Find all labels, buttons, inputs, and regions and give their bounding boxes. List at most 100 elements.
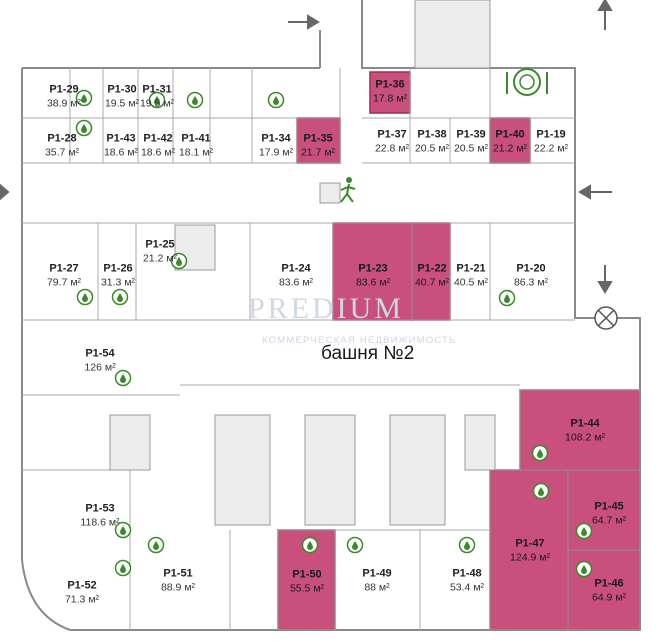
sold-unit-area[interactable] [369, 71, 411, 114]
water-drop-icon [75, 89, 93, 107]
unit-area: 64.9 м² [591, 591, 627, 604]
unit-area: 35.7 м² [44, 146, 80, 159]
unit-code: P1-50 [292, 568, 322, 581]
unit-area: 40.5 м² [453, 276, 489, 289]
unit-code: P1-49 [362, 567, 392, 580]
unit-area: 53.4 м² [449, 581, 485, 594]
water-drop-icon [498, 289, 516, 307]
unit-code: P1-29 [49, 83, 79, 96]
unit-area: 83.6 м² [278, 276, 314, 289]
unit-code: P1-30 [107, 83, 137, 96]
watermark-logo: PREDIUM [248, 292, 405, 325]
unit-code: P1-40 [495, 128, 525, 141]
unit-code: P1-53 [85, 502, 115, 515]
unit-code: P1-54 [85, 347, 115, 360]
ventilation-icon [594, 306, 618, 330]
water-drop-icon [531, 444, 549, 462]
unit-area: 86.3 м² [513, 276, 549, 289]
unit-code: P1-46 [594, 577, 624, 590]
unit-area: 64.7 м² [591, 514, 627, 527]
unit-area: 21.2 м² [492, 142, 528, 155]
unit-area: 18.6 м² [103, 146, 139, 159]
exit-stairs-icon [340, 177, 356, 203]
tower-label: башня №2 [321, 343, 415, 364]
unit-area: 22.2 м² [533, 142, 569, 155]
unit-code: P1-19 [536, 128, 566, 141]
unit-code: P1-35 [303, 132, 333, 145]
unit-code: P1-39 [456, 128, 486, 141]
unit-code: P1-43 [106, 132, 136, 145]
unit-code: P1-34 [261, 132, 291, 145]
unit-code: P1-36 [375, 78, 405, 91]
unit-area: 55.5 м² [289, 582, 325, 595]
unit-area: 79.7 м² [46, 276, 82, 289]
unit-area: 118.6 м² [80, 516, 120, 529]
unit-area: 31.3 м² [100, 276, 136, 289]
unit-code: P1-51 [163, 567, 193, 580]
unit-area: 22.8 м² [374, 142, 410, 155]
water-drop-icon [147, 536, 165, 554]
water-drop-icon [76, 288, 94, 306]
water-drop-icon [111, 288, 129, 306]
water-drop-icon [532, 482, 550, 500]
water-drop-icon [148, 91, 166, 109]
water-drop-icon [458, 536, 476, 554]
restaurant-icon [506, 68, 548, 96]
watermark-subtitle: КОММЕРЧЕСКАЯ НЕДВИЖИМОСТЬ [262, 335, 457, 346]
unit-code: P1-20 [516, 262, 546, 275]
unit-code: P1-52 [67, 579, 97, 592]
water-drop-icon [301, 536, 319, 554]
unit-code: P1-24 [281, 262, 311, 275]
unit-area: 126 м² [84, 361, 116, 374]
unit-code: P1-38 [417, 128, 447, 141]
water-drop-icon [114, 521, 132, 539]
building-cores [109, 0, 496, 526]
unit-area: 124.9 м² [510, 551, 550, 564]
walls [21, 0, 641, 631]
water-drop-icon [186, 91, 204, 109]
unit-code: P1-25 [145, 238, 175, 251]
unit-area: 88.9 м² [160, 581, 196, 594]
unit-area: 17.9 м² [258, 146, 294, 159]
unit-code: P1-45 [594, 500, 624, 513]
entrance-arrow-icons [0, 0, 613, 294]
unit-area: 88 м² [364, 581, 390, 594]
sold-units-layer [277, 71, 641, 631]
unit-area: 40.7 м² [414, 276, 450, 289]
water-drop-icons [75, 89, 593, 578]
